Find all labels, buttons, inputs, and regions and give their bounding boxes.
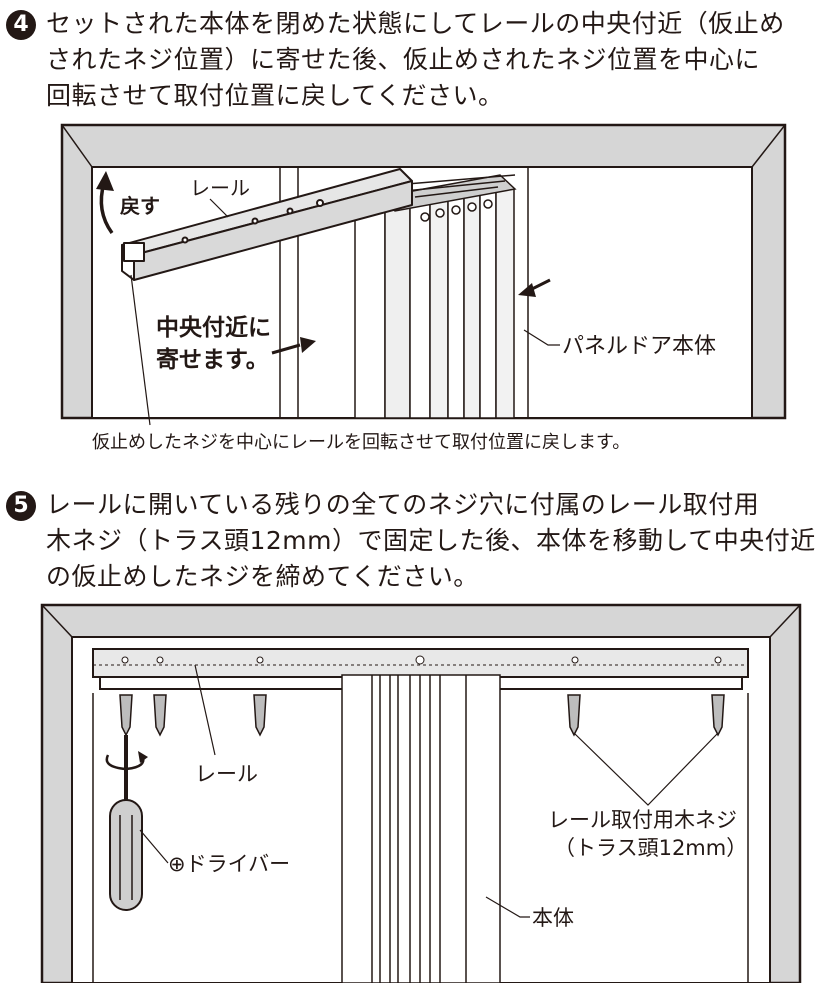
panel-door-label: パネルドア本体 [562, 334, 716, 359]
close-arrow-icon [518, 278, 551, 297]
body-leader-line [485, 896, 530, 918]
panel-door-body [354, 174, 517, 419]
center-label-line-1: 中央付近に [156, 315, 271, 341]
screwdriver-icon [109, 735, 143, 911]
screw-label-line-1: レール取付用木ネジ [548, 808, 737, 832]
step-4: 4 セットされた本体を閉めた状態にしてレールの中央付近（仮止め されたネジ位置）… [6, 6, 785, 114]
step-5-text: レールに開いている残りの全てのネジ穴に付属のレール取付用 木ネジ（トラス頭12m… [46, 487, 816, 595]
screw-leader-line [573, 732, 719, 806]
panel-door-leader-line [523, 329, 560, 346]
screw-label-line-2: （トラス頭12mm） [554, 836, 747, 860]
step-5-line-1: レールに開いている残りの全てのネジ穴に付属のレール取付用 [46, 490, 760, 519]
rail-label: レール [190, 176, 250, 200]
rail-leader-line [209, 198, 229, 218]
step-5-line-3: の仮止めしたネジを締めてください。 [46, 562, 479, 591]
step-4-line-1: セットされた本体を閉めた状態にしてレールの中央付近（仮止め [46, 9, 785, 38]
return-label: 戻す [120, 194, 160, 218]
step-4-line-3: 回転させて取付位置に戻してください。 [46, 81, 504, 110]
center-label-line-2: 寄せます。 [156, 346, 269, 373]
pivot-leader-line [130, 274, 151, 426]
rail-label: レール [195, 762, 258, 786]
step-5-line-2: 木ネジ（トラス頭12mm）で固定した後、本体を移動して中央付近 [46, 526, 816, 555]
rail-leader-line [194, 664, 216, 756]
step-4-line-2: されたネジ位置）に寄せた後、仮止めされたネジ位置を中心に [46, 45, 761, 74]
driver-leader-line [139, 829, 169, 864]
step-4-illustration: 戻す レール 中央付近に 寄せます。 パネルドア本体 [60, 123, 787, 426]
driver-label: ⊕ドライバー [168, 852, 290, 876]
rail [121, 168, 413, 281]
step-4-caption: 仮止めしたネジを中心にレールを回転させて取付位置に戻します。 [92, 432, 631, 453]
rotate-arrow-icon [105, 751, 148, 771]
body-label: 本体 [532, 906, 574, 930]
step-5-illustration: レール レール取付用木ネジ （トラス頭12mm） ⊕ドライバー 本体 [40, 603, 802, 983]
step-number-4: 4 [6, 10, 36, 40]
step-4-text: セットされた本体を閉めた状態にしてレールの中央付近（仮止め されたネジ位置）に寄… [46, 6, 785, 114]
rail-screw-holes [121, 655, 722, 665]
door-body [341, 674, 501, 983]
step-number-5: 5 [6, 491, 36, 521]
return-arrow-icon [96, 171, 114, 235]
step-5: 5 レールに開いている残りの全てのネジ穴に付属のレール取付用 木ネジ（トラス頭1… [6, 487, 816, 595]
slide-arrow-icon [271, 337, 316, 355]
wood-screw-icon [119, 694, 725, 737]
